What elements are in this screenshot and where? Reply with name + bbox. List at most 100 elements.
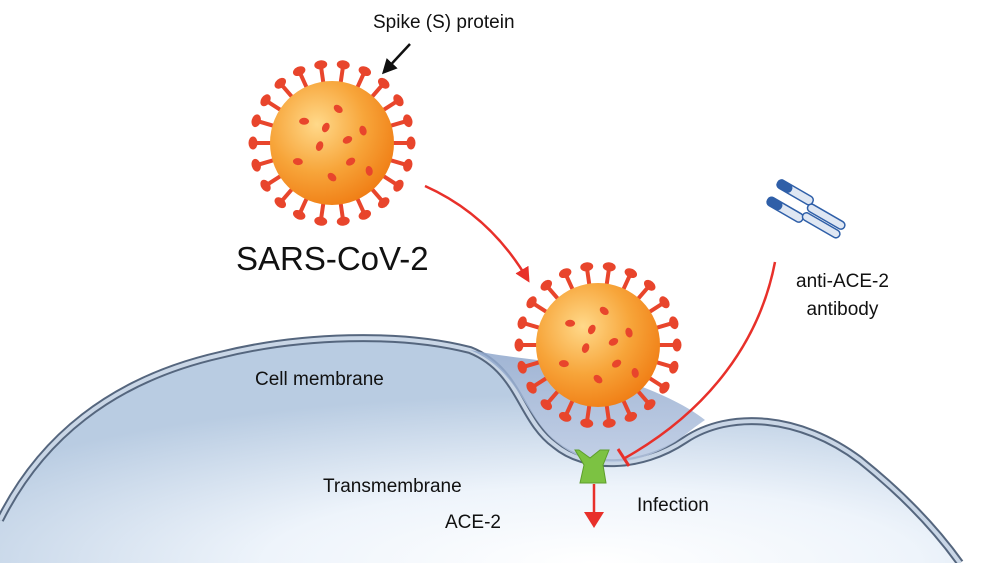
spike-protein-icon [540,399,552,411]
surface-spike [631,367,639,378]
spike-stem [546,286,561,301]
spike-stem [546,389,561,404]
spike-stem [298,73,309,90]
surface-spike [625,327,633,338]
spike-stem [258,157,275,167]
spike-protein-icon [580,418,594,428]
transmembrane-label: Transmembrane [323,476,462,497]
spike-protein-icon [526,296,537,309]
spike-stem [298,196,309,213]
spike-stem [381,173,398,186]
surface-spike [359,125,367,136]
spike-protein-icon [669,316,679,330]
virus-body [270,81,394,205]
spike-stem [621,275,632,292]
spike-protein-icon [558,411,572,422]
antibody-label-line1: anti-ACE-2 [796,271,889,292]
spike-protein-icon [659,296,670,309]
surface-spike [611,359,622,368]
spike-protein-icon [393,94,404,107]
spike-stem [355,196,366,213]
coronavirus-icon [514,262,682,428]
spike-protein-icon [659,381,670,394]
spike-stem [635,389,650,404]
antibody-label-line2: antibody [806,299,879,320]
spike-protein-icon [644,279,656,291]
spike-protein-icon [314,216,328,226]
spike-protein-icon [292,66,306,77]
spike-stem [355,73,366,90]
virus-body [536,283,660,407]
ace2-receptor-icon [574,449,610,484]
surface-spike [299,117,310,125]
spike-stem [532,375,549,388]
spike-stem [635,286,650,301]
surface-spike [345,157,356,166]
spike-stem [655,321,672,331]
spike-stem [621,398,632,415]
surface-spike [593,374,603,384]
spike-stem [381,100,398,113]
surface-spike [587,324,596,335]
spike-protein-icon [602,262,616,272]
spike-stem [338,67,345,84]
spike-protein-icon [251,158,261,172]
spike-protein-icon [260,179,271,192]
virus-approach-arrow [424,184,530,283]
surface-spike [599,306,609,316]
surface-spike [327,172,337,182]
spike-protein-icon [406,136,416,150]
spike-stem [319,67,326,84]
spike-protein-icon [292,209,306,220]
spike-stem [369,187,384,202]
surface-spike [565,319,576,327]
spike-protein-icon [517,360,527,374]
spike-stem [647,375,664,388]
ace2-label: ACE-2 [445,512,501,533]
spike-stem [280,187,295,202]
spike-protein-icon [624,268,638,279]
spike-protein-icon [393,179,404,192]
infection-arrowhead [584,512,604,528]
surface-spike [342,136,353,144]
spike-stem [564,275,575,292]
spike-protein-icon [251,114,261,128]
spike-protein-icon [403,158,413,172]
spike-stem [369,84,384,99]
spike-protein-icon [624,411,638,422]
spike-protein-icon [358,66,372,77]
spike-protein-icon [517,316,527,330]
cell-membrane-label: Cell membrane [255,369,384,390]
spike-protein-icon [403,114,413,128]
surface-spike [292,158,303,166]
spike-protein-icon [540,279,552,291]
spike-protein-icon [580,262,594,272]
spike-protein-icon [248,136,258,150]
surface-spike [315,141,324,151]
surface-spike [608,338,619,346]
spike-protein-icon [314,60,328,70]
inhibition-bar [616,448,631,467]
antibody-label: anti-ACE-2 antibody [796,268,889,324]
surface-spike [581,343,590,353]
spike-stem [647,302,664,315]
spike-stem [564,398,575,415]
spike-stem [266,100,283,113]
spike-protein-icon [669,360,679,374]
spike-stem [389,157,406,167]
spike-stem [585,404,592,421]
coronavirus-icon [248,60,416,226]
spike-stem [604,404,611,421]
spike-stem [389,119,406,129]
spike-stem [585,269,592,286]
spike-stem [280,84,295,99]
spike-stem [524,321,541,331]
spike-pointer-arrow [381,43,411,75]
spike-stem [655,359,672,369]
spike-protein-icon [260,94,271,107]
spike-protein-icon [336,216,350,226]
spike-stem [258,119,275,129]
spike-stem [532,302,549,315]
